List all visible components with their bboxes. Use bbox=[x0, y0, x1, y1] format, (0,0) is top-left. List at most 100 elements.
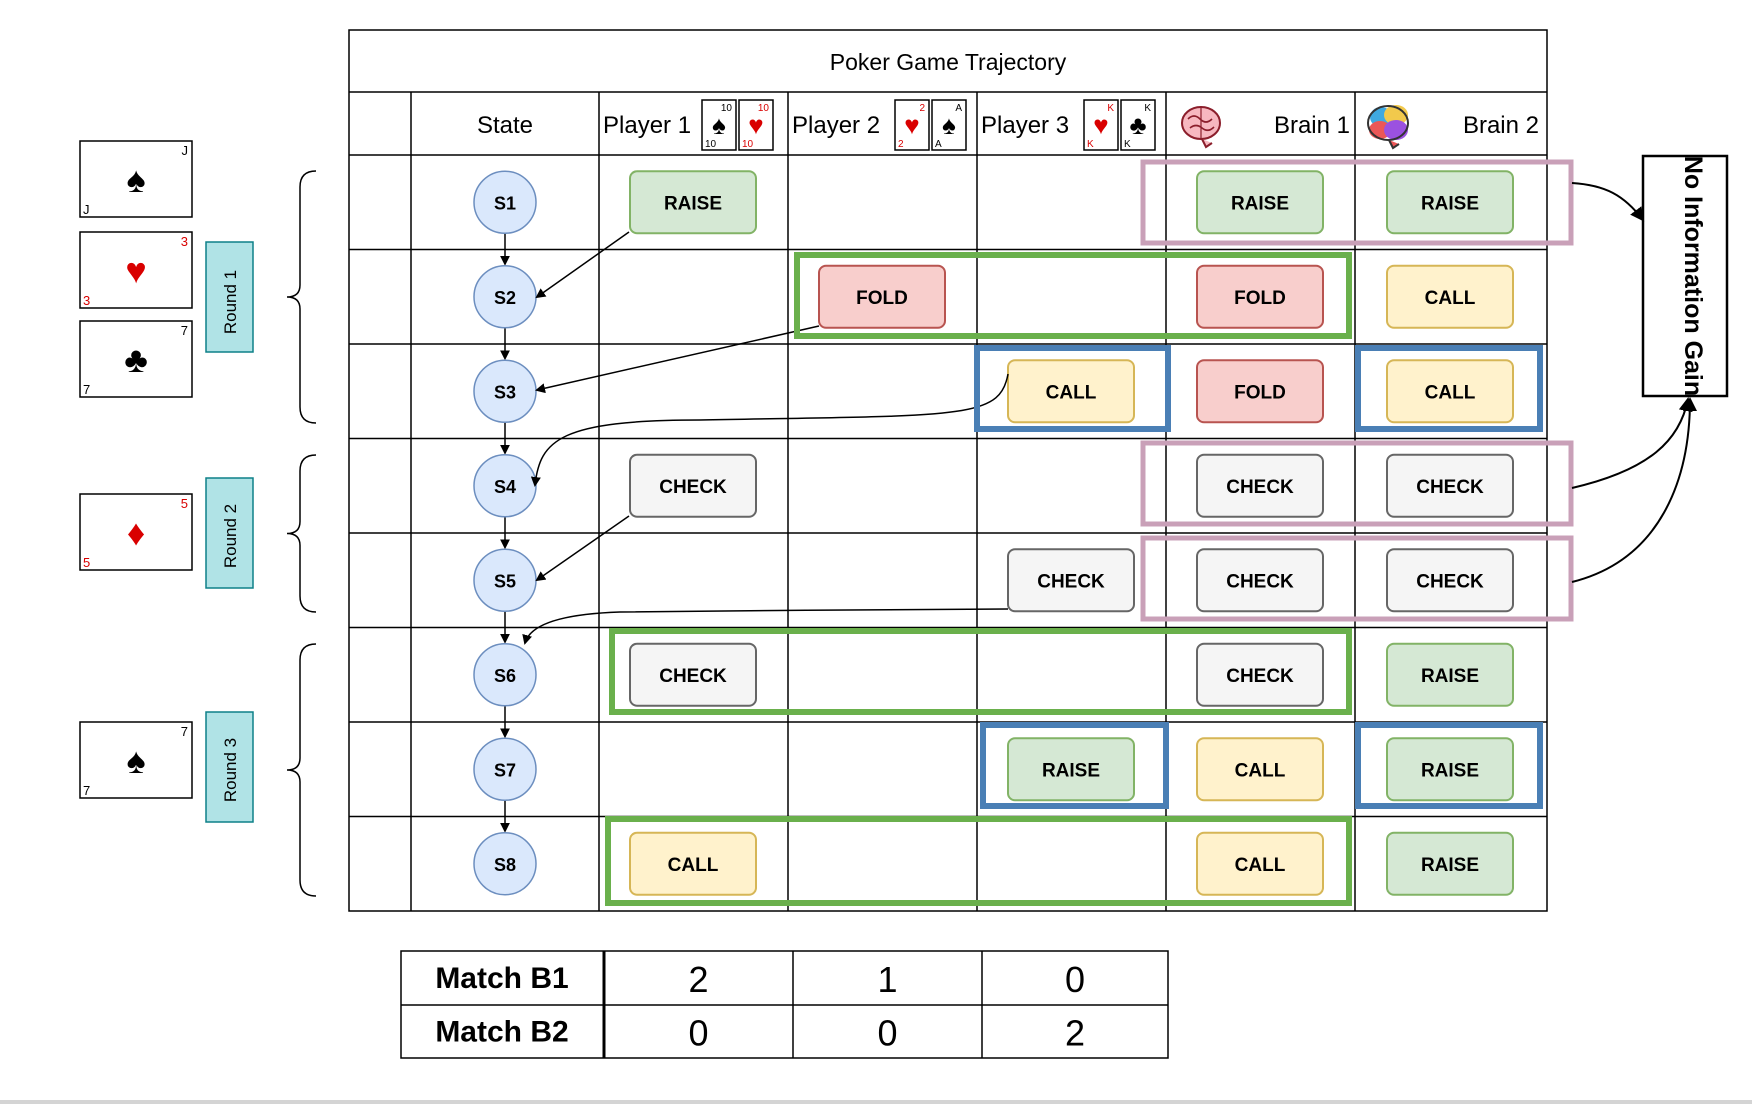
playing-card: 77♠ bbox=[79, 721, 193, 799]
action-box bbox=[818, 264, 946, 329]
header-player-2: Player 2 bbox=[792, 112, 880, 139]
action-box bbox=[1386, 170, 1514, 235]
no-info-arrow-1 bbox=[1571, 182, 1645, 222]
no-info-gain-box bbox=[1641, 154, 1729, 398]
svg-text:10: 10 bbox=[742, 139, 754, 150]
svg-text:♣: ♣ bbox=[124, 339, 148, 380]
action-box bbox=[1196, 264, 1324, 329]
svg-text:7: 7 bbox=[83, 783, 90, 798]
no-info-gain-label: No Information Gain bbox=[1679, 156, 1707, 396]
playing-card: A A♠ bbox=[931, 99, 967, 151]
state-node bbox=[473, 737, 537, 801]
svg-text:♥: ♥ bbox=[748, 110, 763, 140]
bottom-rule bbox=[0, 1100, 1752, 1104]
action-label: CHECK bbox=[1416, 477, 1484, 498]
action-label: CALL bbox=[1425, 288, 1476, 309]
state-node bbox=[473, 170, 537, 234]
svg-text:7: 7 bbox=[83, 382, 90, 397]
brain-2-icon bbox=[1367, 105, 1409, 150]
svg-text:♠: ♠ bbox=[712, 110, 726, 140]
action-box bbox=[629, 642, 757, 707]
match-value: 0 bbox=[877, 1013, 897, 1054]
svg-text:♥: ♥ bbox=[1093, 110, 1108, 140]
match-row-label: Match B2 bbox=[435, 1016, 568, 1049]
svg-text:♠: ♠ bbox=[942, 110, 956, 140]
playing-card: 5 5 ♦ bbox=[79, 493, 193, 571]
svg-text:10: 10 bbox=[705, 139, 717, 150]
action-label: CHECK bbox=[1416, 571, 1484, 592]
action-label: CHECK bbox=[1226, 477, 1294, 498]
playing-card: KK♥ bbox=[1083, 99, 1119, 151]
svg-text:5: 5 bbox=[181, 496, 188, 511]
action-label: CALL bbox=[1235, 855, 1286, 876]
match-value: 0 bbox=[1065, 959, 1085, 1000]
action-label: CALL bbox=[1425, 382, 1476, 403]
state-label: S2 bbox=[494, 288, 516, 308]
svg-text:♦: ♦ bbox=[127, 512, 145, 553]
round-label: Round 3 bbox=[221, 738, 240, 802]
action-label: CALL bbox=[668, 855, 719, 876]
action-label: FOLD bbox=[1234, 288, 1286, 309]
state-label: S7 bbox=[494, 760, 516, 780]
action-label: CHECK bbox=[659, 666, 727, 687]
round-label-box bbox=[205, 241, 254, 353]
round-brace bbox=[286, 170, 317, 424]
svg-text:♥: ♥ bbox=[125, 250, 146, 291]
header-player-1: Player 1 bbox=[603, 112, 691, 139]
svg-text:K: K bbox=[1087, 139, 1094, 150]
action-flow-arrow bbox=[535, 515, 630, 582]
match-row-label: Match B1 bbox=[435, 962, 568, 995]
action-box bbox=[1007, 548, 1135, 613]
action-label: CALL bbox=[1235, 760, 1286, 781]
action-box bbox=[1196, 170, 1324, 235]
action-label: FOLD bbox=[1234, 382, 1286, 403]
svg-text:♣: ♣ bbox=[1129, 110, 1146, 140]
svg-text:2: 2 bbox=[919, 103, 925, 114]
action-label: RAISE bbox=[1421, 193, 1479, 214]
svg-text:10: 10 bbox=[721, 103, 733, 114]
round-brace bbox=[286, 643, 317, 897]
match-b2-highlight bbox=[980, 722, 1169, 809]
action-box bbox=[1386, 737, 1514, 802]
action-flow-arrow bbox=[530, 373, 1009, 487]
header-brain-1: Brain 1 bbox=[1274, 112, 1350, 139]
svg-text:A: A bbox=[955, 103, 962, 114]
action-label: CHECK bbox=[1037, 571, 1105, 592]
action-label: RAISE bbox=[1421, 760, 1479, 781]
svg-text:3: 3 bbox=[83, 293, 90, 308]
svg-text:5: 5 bbox=[83, 555, 90, 570]
action-label: FOLD bbox=[856, 288, 908, 309]
action-box bbox=[1386, 642, 1514, 707]
svg-text:J: J bbox=[83, 202, 90, 217]
action-box bbox=[629, 170, 757, 235]
svg-text:3: 3 bbox=[181, 234, 188, 249]
action-label: CHECK bbox=[1226, 571, 1294, 592]
round-label-box bbox=[205, 477, 254, 589]
action-label: RAISE bbox=[1042, 760, 1100, 781]
no-info-gain-highlight bbox=[1140, 159, 1574, 246]
table-frame bbox=[348, 29, 1548, 912]
state-label: S6 bbox=[494, 666, 516, 686]
match-value: 2 bbox=[1065, 1013, 1085, 1054]
state-node bbox=[473, 832, 537, 896]
svg-text:J: J bbox=[182, 143, 189, 158]
flow-arrows bbox=[522, 231, 1009, 645]
match-b1-highlight bbox=[794, 252, 1352, 339]
action-box bbox=[1007, 359, 1135, 424]
state-label: S3 bbox=[494, 382, 516, 402]
action-label: CALL bbox=[1046, 382, 1097, 403]
svg-text:A: A bbox=[935, 139, 942, 150]
action-label: RAISE bbox=[664, 193, 722, 214]
action-box bbox=[1386, 359, 1514, 424]
no-info-arrow-2 bbox=[1571, 397, 1693, 489]
match-b1-highlight bbox=[609, 628, 1352, 715]
action-label: RAISE bbox=[1231, 193, 1289, 214]
no-info-gain-callout: No Information Gain bbox=[1571, 154, 1729, 583]
playing-card: 22♥ bbox=[894, 99, 930, 151]
svg-text:♠: ♠ bbox=[126, 740, 145, 781]
playing-card: JJ♠ bbox=[79, 140, 193, 218]
